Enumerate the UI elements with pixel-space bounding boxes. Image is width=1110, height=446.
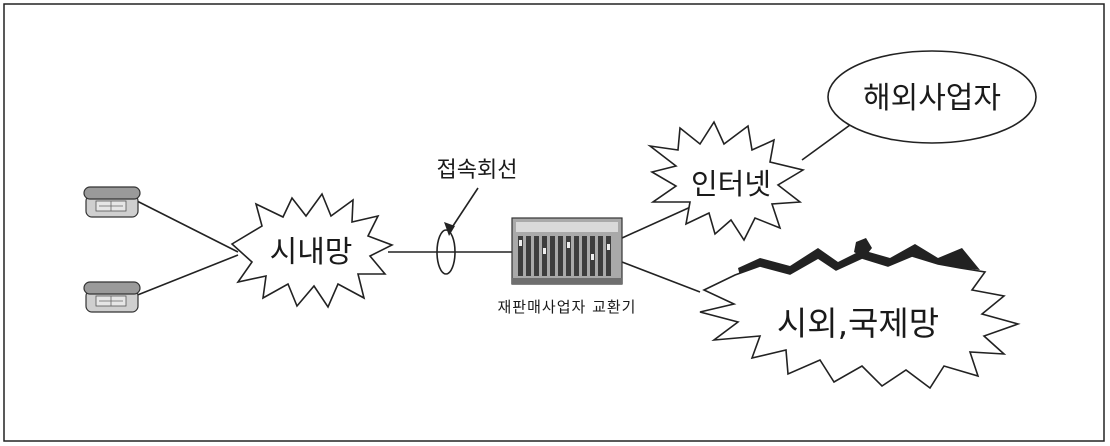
connection-lines [134, 124, 851, 297]
reseller-exchange-label: 재판매사업자 교환기 [498, 298, 637, 316]
access-line-ring [436, 229, 456, 275]
exchange-to-intl-line [621, 261, 701, 293]
phone2-to-local-line [134, 254, 239, 297]
access-line-pointer [448, 187, 479, 233]
phone1-to-local-line [134, 199, 239, 253]
overseas-operator-label: 해외사업자 [863, 81, 1001, 116]
diagram-frame [3, 3, 1105, 442]
telephone-icon [83, 281, 141, 313]
intl-network-speck [854, 238, 872, 258]
local-network-label: 시내망 [270, 235, 353, 270]
exchange-rack-icon [511, 217, 623, 285]
local-network-cloud [230, 192, 394, 309]
overseas-operator-ellipse [827, 50, 1037, 144]
access-line-label: 접속회선 [437, 158, 518, 183]
internet-to-overseas-line [801, 124, 851, 161]
intl-network-label: 시외,국제망 [777, 304, 939, 343]
exchange-to-internet-line [621, 204, 696, 239]
intl-network-shadow [738, 244, 980, 276]
internet-cloud [647, 120, 806, 242]
telephone-icon [83, 186, 141, 218]
intl-network-cloud [699, 255, 1021, 390]
internet-label: 인터넷 [691, 167, 771, 201]
access-line-arrowhead [444, 222, 455, 236]
